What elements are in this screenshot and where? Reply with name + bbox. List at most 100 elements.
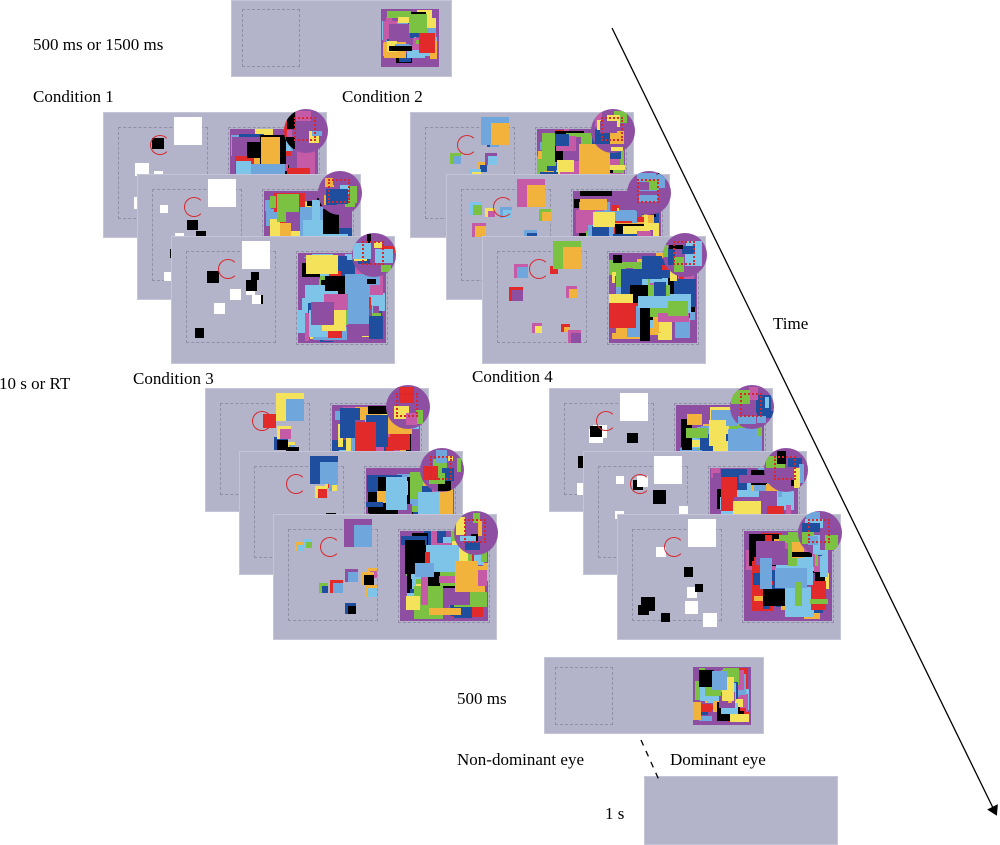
mondrian-patch [707,699,714,704]
mondrian-patch [612,255,623,263]
contrast-square [652,490,667,505]
target-outline [430,456,452,480]
mask-display [544,657,764,734]
target-outline [601,117,623,141]
mondrian-patch [478,538,484,544]
magnifier-inset [386,385,430,429]
mondrian-patch [693,702,702,721]
mondrian-patch [698,715,712,722]
target-outline [396,393,418,417]
target-outline [637,179,659,203]
magnifier-inset [454,511,498,555]
mondrian-patch [409,13,427,34]
mondrian-patch [354,422,377,456]
contrast-square [684,601,698,614]
cue-circle [596,411,616,431]
condition-4-label: Condition 4 [472,367,553,386]
mondrian-patch [420,570,428,605]
mondrian-patch [580,191,612,197]
mondrian-patch [794,468,801,488]
mondrian-patch [406,573,412,593]
target-outline [673,241,695,265]
blank-duration-label: 1 s [605,804,625,823]
mondrian-patch [311,200,320,230]
mondrian-patch [312,131,323,136]
mondrian-patch [721,476,737,512]
magnified-chunk [208,179,236,207]
mondrian-patch [430,531,437,559]
mondrian-mask [693,667,751,725]
mondrian-patch [439,489,454,517]
condition-3-label: Condition 3 [133,369,214,388]
target-outline [294,117,316,141]
mondrian-patch [678,266,685,288]
mondrian-patch [419,33,436,53]
mondrian-patch [310,302,335,326]
target-chunk [365,584,378,597]
contrast-square [187,219,198,230]
cue-circle [150,135,170,155]
mondrian-patch [695,680,703,701]
target-outline [774,456,796,480]
target-outline [808,519,830,543]
mondrian-patch [326,189,337,206]
contrast-square [590,425,602,438]
mondrian-patch [756,416,766,423]
mondrian-patch [388,45,413,51]
target-chunk [471,223,486,238]
cue-circle [286,474,306,494]
mondrian-patch [699,670,714,688]
mondrian-patch [399,387,414,404]
mondrian-patch [270,195,276,208]
contrast-square [679,506,688,515]
target-chunk [549,266,559,275]
target-outline [464,519,486,543]
mondrian-patch [279,222,291,239]
mondrian-mask [298,253,386,343]
magnifier-inset [798,511,842,555]
mondrian-patch [477,520,482,536]
mondrian-patch [641,256,662,279]
contrast-square [640,597,655,611]
mondrian-patch [406,412,418,425]
left-eye-frame [497,251,587,343]
mondrian-patch [757,410,774,419]
target-chunk [329,579,344,593]
fixation-display [231,0,452,77]
mondrian-patch [425,552,431,566]
trial-frame [171,233,396,364]
mondrian-patch [669,244,683,250]
mask-duration-label: 500 ms [457,689,507,708]
magnified-chunk [344,519,372,547]
mondrian-patch [311,111,325,122]
contrast-square [206,271,219,284]
mondrian-patch [456,458,462,472]
mondrian-patch [373,306,380,315]
mondrian-patch [554,133,570,146]
mondrian-patch [752,572,762,586]
magnified-mosaic [591,109,635,153]
mondrian-patch [737,416,756,424]
eye-divider-dashed [640,739,660,781]
mondrian-patch [369,316,384,339]
mondrian-patch [325,276,349,291]
mondrian-patch [318,209,339,240]
magnified-chunk [654,456,682,484]
magnified-chunk [310,456,338,484]
mondrian-patch [367,405,396,414]
magnifier-inset [730,385,774,429]
mondrian-patch [596,119,602,131]
mondrian-patch [595,110,602,128]
mondrian-patch [591,225,609,238]
mondrian-patch [640,307,650,342]
contrast-square [627,433,638,444]
target-chunk [514,264,528,278]
mondrian-patch [455,560,479,592]
time-arrow-line [611,27,998,816]
cue-circle [252,411,272,431]
mondrian-patch [721,702,738,715]
mondrian-patch [807,535,819,546]
mondrian-patch [701,704,714,710]
mondrian-patch [386,11,411,18]
mondrian-patch [592,212,616,227]
